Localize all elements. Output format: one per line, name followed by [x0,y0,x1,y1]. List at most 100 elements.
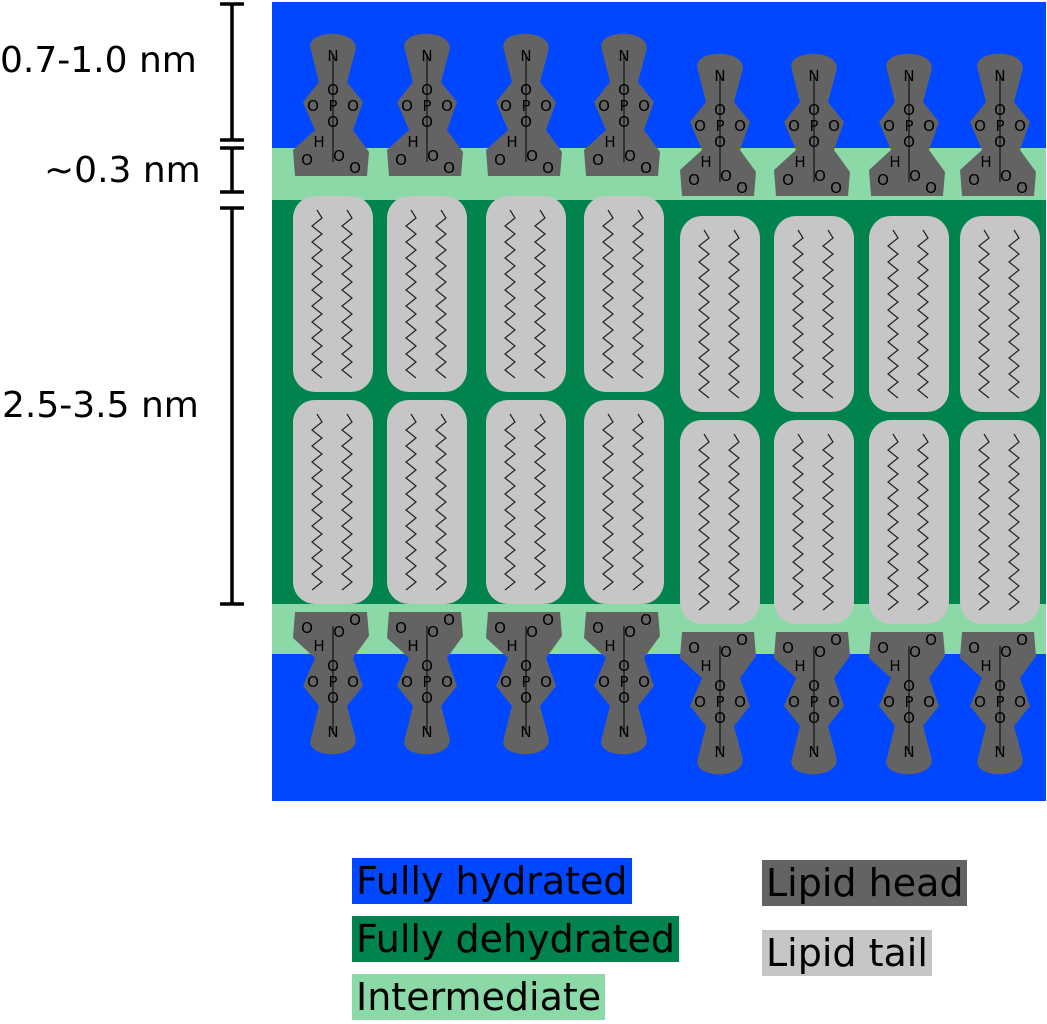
svg-text:O: O [598,97,610,115]
svg-text:O: O [923,693,935,711]
svg-text:O: O [624,147,636,165]
svg-text:O: O [618,113,630,131]
svg-text:O: O [307,97,319,115]
svg-text:P: P [521,673,530,691]
svg-text:O: O [421,689,433,707]
svg-text:O: O [714,709,726,727]
intermediate-region-dimension: ~0.3 nm [44,150,201,191]
svg-text:O: O [421,657,433,675]
svg-text:O: O [618,657,630,675]
svg-text:O: O [640,159,652,177]
svg-text:O: O [720,167,732,185]
svg-text:P: P [521,97,530,115]
svg-text:O: O [808,677,820,695]
svg-text:O: O [349,159,361,177]
svg-text:O: O [1000,643,1012,661]
svg-text:O: O [592,619,604,637]
svg-text:O: O [1016,179,1028,197]
svg-text:O: O [688,171,700,189]
legend-fully-hydrated: Fully hydrated [352,858,632,904]
svg-text:N: N [808,743,819,761]
svg-text:O: O [830,179,842,197]
lipid-tail-top-5 [680,216,760,412]
svg-text:O: O [1014,693,1026,711]
svg-text:O: O [618,689,630,707]
svg-text:P: P [619,673,628,691]
svg-text:H: H [794,657,805,675]
svg-text:O: O [808,709,820,727]
svg-text:O: O [883,117,895,135]
svg-text:O: O [441,673,453,691]
svg-text:O: O [903,709,915,727]
legend-lipid-tail: Lipid tail [762,930,932,976]
lipid-tail-top-7 [869,216,949,412]
svg-text:O: O [640,611,652,629]
svg-text:O: O [974,117,986,135]
lipid-tail-bottom-4 [584,400,664,604]
svg-text:H: H [700,657,711,675]
svg-text:H: H [980,657,991,675]
svg-text:O: O [441,97,453,115]
svg-text:O: O [395,619,407,637]
svg-text:O: O [808,101,820,119]
svg-text:O: O [500,673,512,691]
svg-text:O: O [968,639,980,657]
svg-text:P: P [995,117,1004,135]
svg-text:H: H [506,133,517,151]
svg-text:O: O [520,113,532,131]
svg-text:O: O [688,639,700,657]
svg-text:O: O [427,623,439,641]
svg-text:O: O [1014,117,1026,135]
svg-text:O: O [401,97,413,115]
svg-text:H: H [700,153,711,171]
svg-text:O: O [618,81,630,99]
svg-text:H: H [407,637,418,655]
svg-text:O: O [1016,631,1028,649]
svg-text:N: N [808,67,819,85]
svg-text:O: O [598,673,610,691]
svg-text:O: O [624,623,636,641]
svg-text:P: P [715,693,724,711]
svg-text:O: O [714,677,726,695]
svg-text:H: H [889,657,900,675]
svg-text:N: N [327,723,338,741]
svg-text:H: H [313,637,324,655]
svg-text:N: N [903,743,914,761]
svg-text:O: O [814,643,826,661]
svg-text:N: N [714,743,725,761]
svg-text:O: O [307,673,319,691]
svg-text:O: O [974,693,986,711]
svg-text:N: N [714,67,725,85]
svg-text:O: O [903,677,915,695]
lipid-tail-top-2 [387,196,467,392]
svg-text:O: O [694,117,706,135]
svg-text:O: O [638,673,650,691]
svg-text:P: P [904,117,913,135]
svg-text:O: O [301,619,313,637]
svg-text:N: N [520,723,531,741]
svg-text:O: O [694,693,706,711]
svg-text:O: O [327,81,339,99]
lipid-tail-bottom-1 [293,400,373,604]
svg-text:O: O [720,643,732,661]
svg-text:O: O [540,97,552,115]
svg-text:O: O [994,101,1006,119]
svg-text:O: O [923,117,935,135]
svg-text:O: O [347,97,359,115]
svg-text:O: O [736,631,748,649]
svg-text:O: O [736,179,748,197]
svg-text:O: O [788,693,800,711]
head-region-dimension: 0.7-1.0 nm [0,40,197,81]
svg-text:O: O [734,693,746,711]
svg-text:O: O [333,147,345,165]
svg-text:H: H [604,133,615,151]
lipid-tail-bottom-7 [869,420,949,624]
svg-text:O: O [592,151,604,169]
